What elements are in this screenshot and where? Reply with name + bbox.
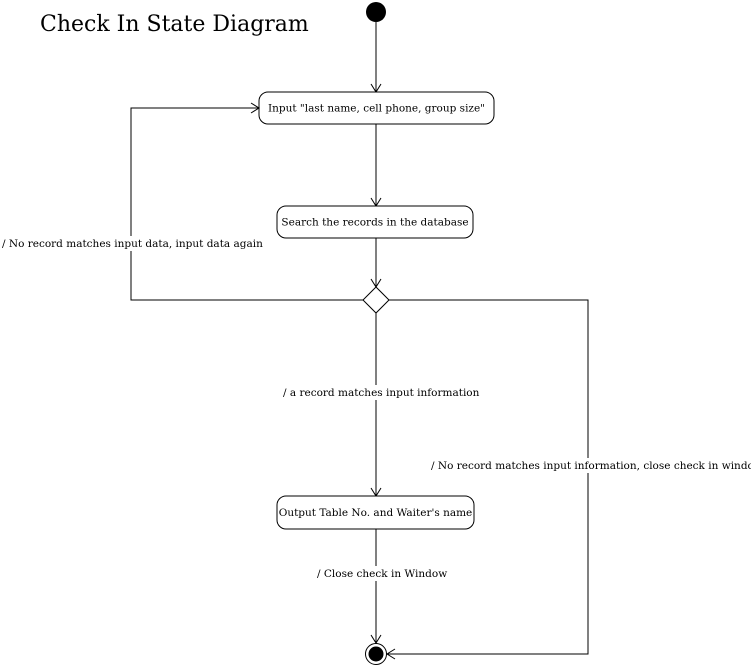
initial-state-node	[366, 2, 386, 22]
arrowhead-retry-loop	[250, 102, 260, 114]
state-output-label: Output Table No. and Waiter's name	[279, 507, 473, 519]
close-window-label-background	[430, 458, 750, 473]
edge-no-match-close	[387, 299, 589, 655]
transition-no-match-retry-label: / No record matches input data, input da…	[2, 238, 263, 250]
state-search-label: Search the records in the database	[281, 217, 468, 229]
transition-close-label: / Close check in Window	[317, 568, 447, 580]
retry-label-background	[2, 236, 258, 251]
state-search-box	[276, 205, 474, 239]
match-label-background	[282, 385, 476, 400]
diagram-title: Check In State Diagram	[40, 12, 309, 37]
transition-no-match-close-label: / No record matches input information, c…	[431, 460, 751, 472]
decision-node	[362, 286, 390, 314]
transition-match-label: / a record matches input information	[283, 387, 480, 399]
final-state-node	[368, 646, 384, 662]
close-label-background	[316, 566, 442, 581]
edge-retry-loop	[130, 107, 363, 301]
state-input-label: Input "last name, cell phone, group size…	[268, 103, 485, 115]
